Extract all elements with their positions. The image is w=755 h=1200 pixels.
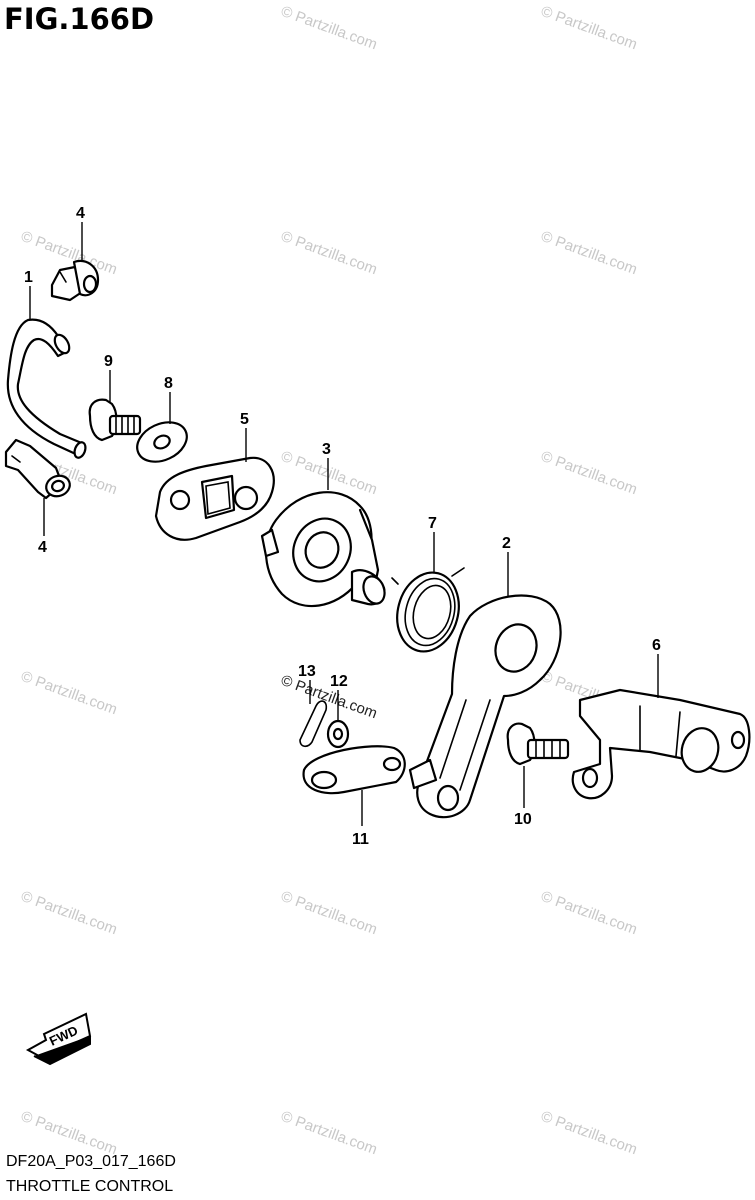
callout-9[interactable]: 9 — [104, 353, 113, 370]
part-2-arm[interactable] — [408, 594, 562, 819]
figure-code: DF20A_P03_017_166D — [6, 1153, 176, 1170]
watermark: © Partzilla.com — [539, 888, 640, 939]
callout-10[interactable]: 10 — [514, 811, 532, 828]
watermark: © Partzilla.com — [279, 3, 380, 54]
part-5-plate[interactable] — [154, 456, 275, 541]
watermark: © Partzilla.com — [539, 3, 640, 54]
watermark: © Partzilla.com — [19, 1108, 120, 1159]
part-1-hose[interactable] — [6, 318, 88, 460]
watermark: © Partzilla.com — [279, 228, 380, 279]
part-4-clip-lower[interactable] — [4, 438, 73, 500]
part-13-clip[interactable] — [299, 700, 328, 748]
watermark: © Partzilla.com — [19, 668, 120, 719]
watermark: © Partzilla.com — [539, 448, 640, 499]
part-8-washer[interactable] — [131, 415, 193, 470]
figure-title: FIG.166D — [4, 2, 155, 36]
part-11-lever[interactable] — [302, 745, 406, 795]
part-9-bolt[interactable] — [88, 398, 142, 442]
watermark: © Partzilla.com — [279, 1108, 380, 1159]
callout-11[interactable]: 11 — [352, 831, 369, 848]
part-3-drum[interactable] — [260, 491, 388, 608]
leader-lines — [29, 222, 659, 826]
callout-13[interactable]: 13 — [298, 663, 316, 680]
watermark: © Partzilla.com — [539, 228, 640, 279]
callout-7[interactable]: 7 — [428, 515, 437, 532]
part-10-bolt[interactable] — [506, 722, 570, 766]
part-7-spring[interactable] — [389, 566, 468, 659]
callout-1[interactable]: 1 — [24, 269, 33, 286]
callout-12[interactable]: 12 — [330, 673, 348, 690]
part-12-washer[interactable] — [326, 719, 350, 749]
figure-name: THROTTLE CONTROL — [6, 1178, 174, 1195]
callouts: 4 1 9 8 5 4 3 7 2 6 13 12 11 10 — [24, 205, 661, 848]
watermark: © Partzilla.com — [539, 1108, 640, 1159]
callout-8[interactable]: 8 — [164, 375, 173, 392]
part-6-bracket[interactable] — [571, 688, 751, 800]
callout-5[interactable]: 5 — [240, 411, 249, 428]
callout-4-upper[interactable]: 4 — [76, 205, 85, 222]
callout-6[interactable]: 6 — [652, 637, 661, 654]
watermark: © Partzilla.com — [19, 888, 120, 939]
callout-4-lower[interactable]: 4 — [38, 539, 47, 556]
callout-3[interactable]: 3 — [322, 441, 331, 458]
part-4-clip-upper[interactable] — [50, 259, 100, 302]
callout-2[interactable]: 2 — [502, 535, 511, 552]
watermark: © Partzilla.com — [279, 888, 380, 939]
fwd-arrow: FWD — [25, 1012, 92, 1066]
